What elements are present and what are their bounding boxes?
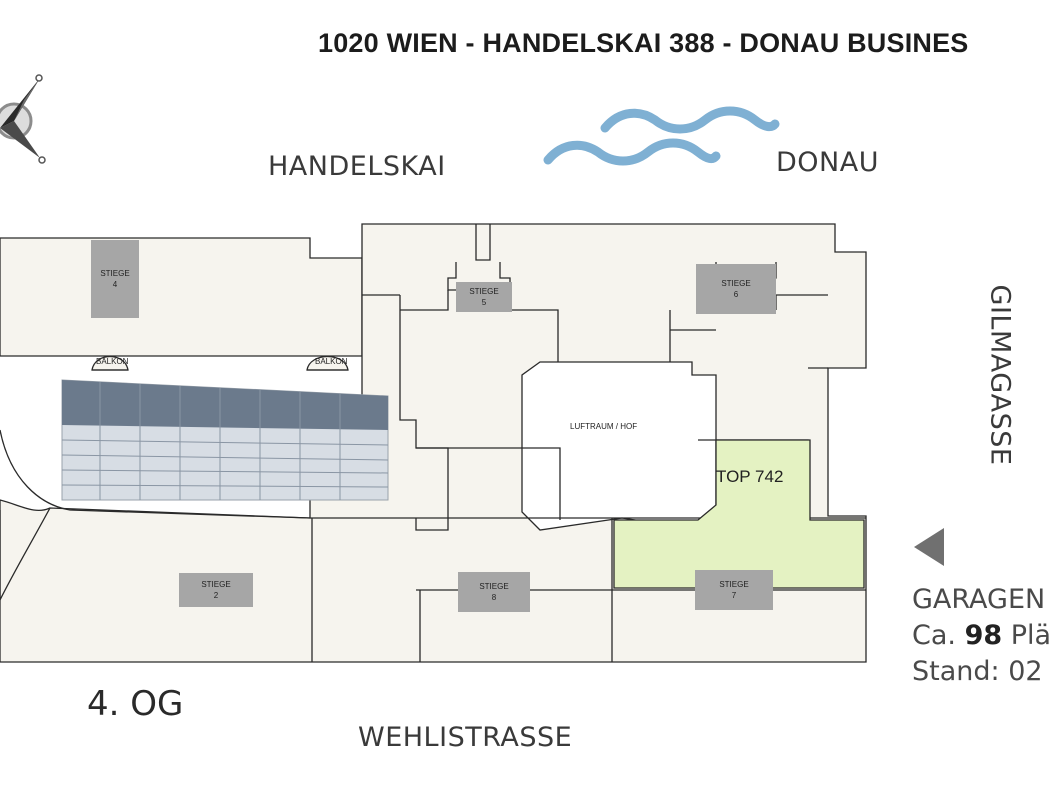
balcony-label-east: BALKON [315, 357, 348, 366]
stair-7: STIEGE 7 [695, 570, 773, 610]
stair-label: STIEGE [719, 580, 749, 589]
stair-label: STIEGE [201, 580, 231, 589]
floor-plan-drawing [0, 74, 944, 663]
stair-4: STIEGE 4 [91, 240, 139, 318]
stair-label: STIEGE [721, 279, 751, 288]
garage-prefix: Ca. [912, 620, 965, 651]
floor-level-label: 4. OG [87, 684, 184, 724]
building-photo [61, 379, 389, 501]
stair-number: 7 [731, 591, 737, 600]
stair-number: 8 [491, 593, 497, 602]
garage-count: 98 [964, 620, 1003, 651]
unit-top-742-area[interactable] [613, 439, 865, 589]
balcony-label-west: BALKON [96, 357, 129, 366]
page-title: 1020 WIEN - HANDELSKAI 388 - DONAU BUSIN… [318, 28, 969, 58]
stair-8: STIEGE 8 [458, 572, 530, 612]
stair-number: 4 [112, 280, 118, 289]
garage-heading: GARAGEN [912, 584, 1046, 615]
stair-5: STIEGE 5 [456, 282, 512, 312]
river-label-donau: DONAU [776, 147, 879, 178]
stair-6: STIEGE 6 [696, 264, 776, 314]
compass-icon [0, 74, 46, 164]
stair-number: 2 [213, 591, 219, 600]
floor-plan-canvas: { "title": "1020 WIEN - HANDELSKAI 388 -… [0, 28, 1051, 753]
stair-label: STIEGE [469, 287, 499, 296]
street-label-handelskai: HANDELSKAI [268, 151, 446, 182]
garage-suffix: Plä [1002, 620, 1051, 651]
stair-2: STIEGE 2 [179, 573, 253, 607]
garage-spaces: Ca. 98 Plä [912, 620, 1051, 651]
street-label-wehlistrasse: WEHLISTRASSE [358, 722, 573, 753]
water-waves-icon [543, 106, 780, 166]
unit-label-top-742: TOP 742 [716, 467, 784, 486]
stair-label: STIEGE [479, 582, 509, 591]
street-label-gilmagasse: GILMAGASSE [984, 284, 1016, 466]
arrow-left-icon [914, 528, 944, 566]
courtyard-label: LUFTRAUM / HOF [570, 422, 638, 431]
stair-number: 6 [733, 290, 739, 299]
garage-status-date: Stand: 02 [912, 656, 1043, 687]
stair-number: 5 [481, 298, 487, 307]
stair-label: STIEGE [100, 269, 130, 278]
